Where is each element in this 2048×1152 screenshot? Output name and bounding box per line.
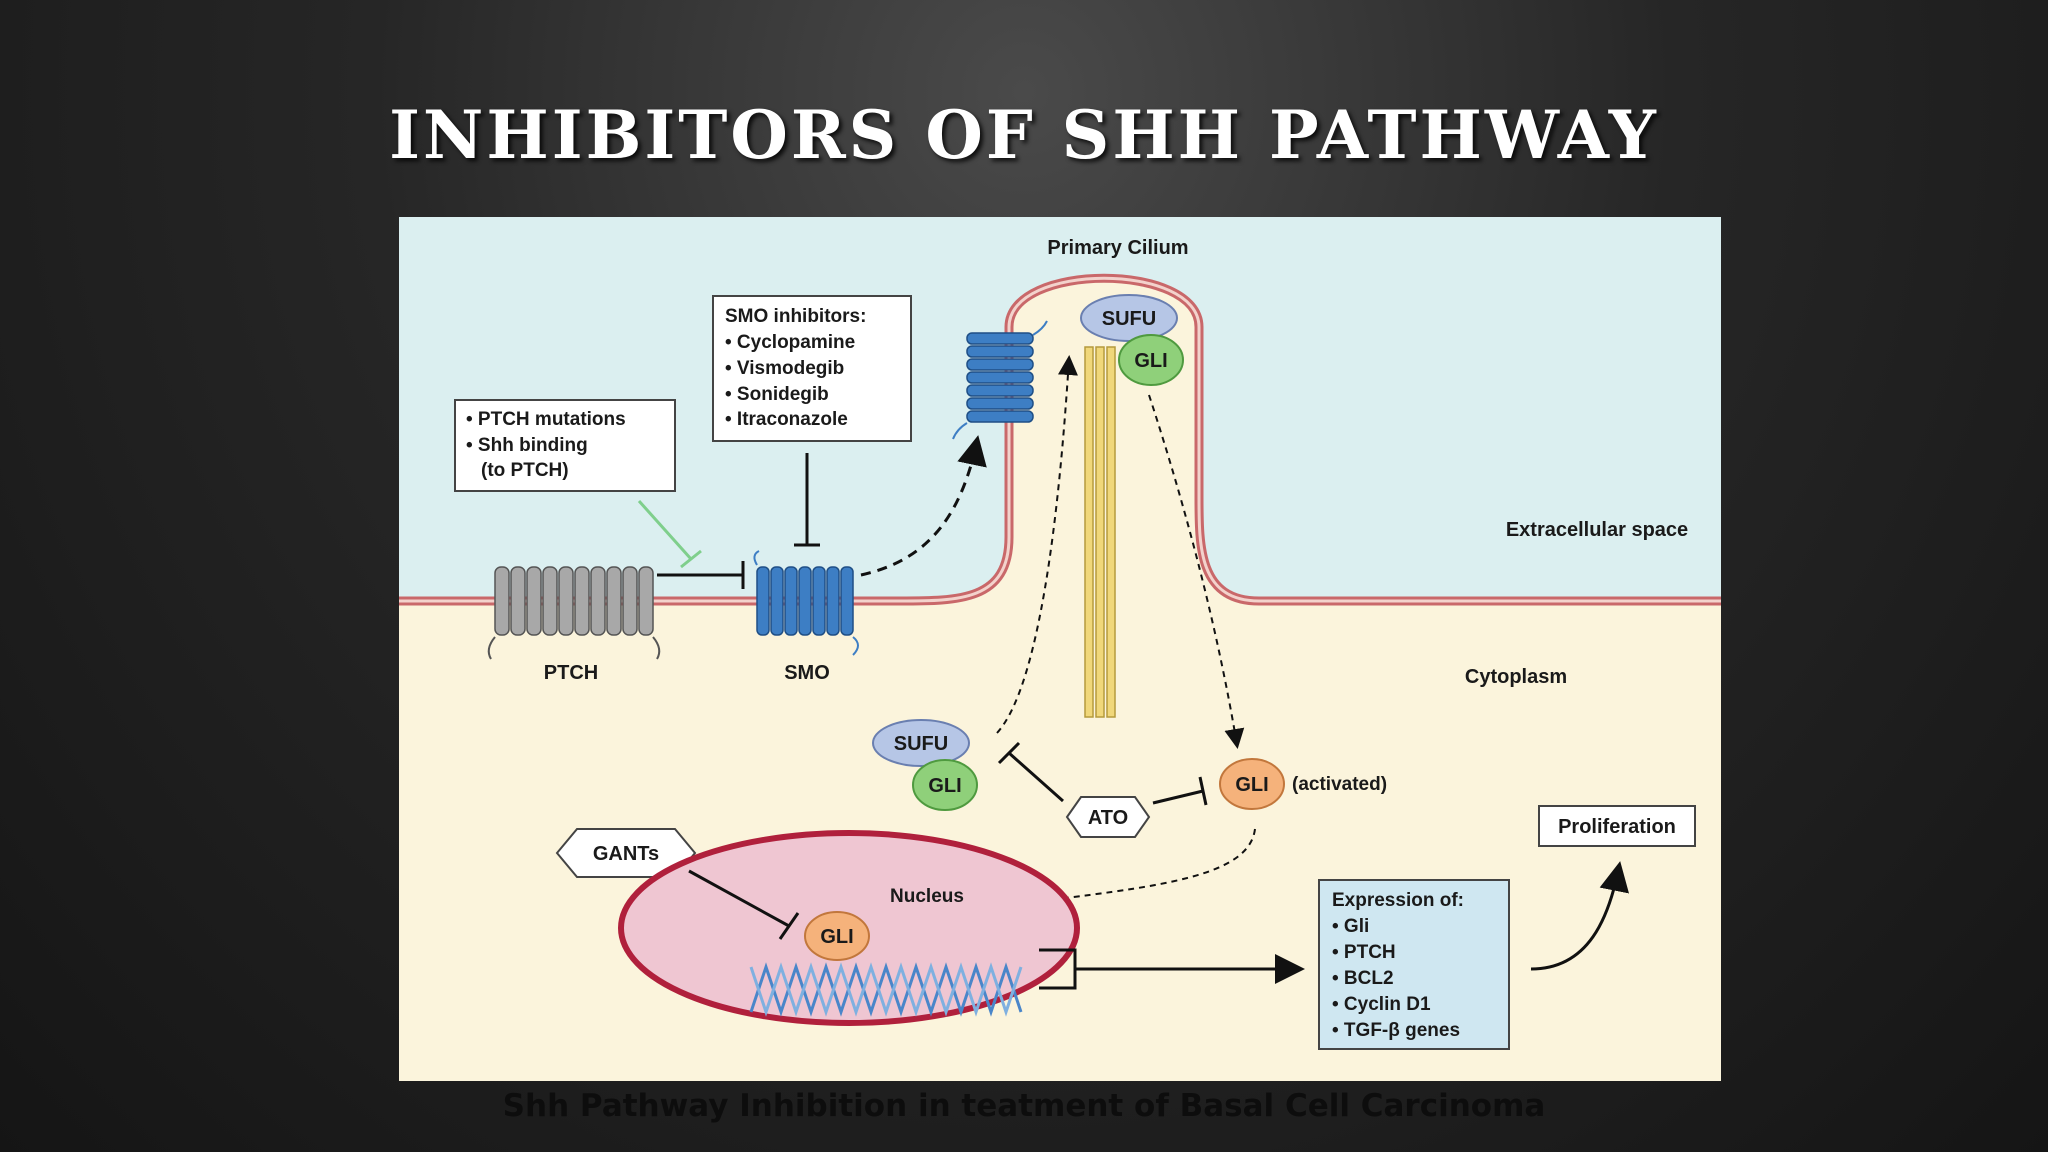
proliferation-label: Proliferation — [1558, 816, 1676, 838]
cytoplasm-label: Cytoplasm — [1465, 666, 1567, 688]
sufu-cilium-label: SUFU — [1102, 308, 1156, 330]
slide-title: INHIBITORS OF SHH PATHWAY — [389, 96, 1659, 174]
gli-cytoplasm-label: GLI — [928, 775, 961, 797]
primary-cilium-label: Primary Cilium — [1047, 237, 1188, 259]
expression-box — [1318, 879, 1510, 1050]
axoneme — [1084, 346, 1116, 718]
ptch-box-line-2: • Shh binding — [466, 435, 588, 456]
smo-box-line-1: SMO inhibitors: — [725, 306, 866, 327]
expression-box-line-1: Expression of: — [1332, 890, 1464, 911]
ptch-box-line-1: • PTCH mutations — [466, 409, 626, 430]
gli-cilium-label: GLI — [1134, 350, 1167, 372]
nucleus-label: Nucleus — [890, 886, 964, 907]
expression-box-line-3: • PTCH — [1332, 942, 1396, 963]
activated-label: (activated) — [1292, 774, 1387, 795]
gants-node — [555, 828, 697, 878]
sufu-cytoplasm-node — [872, 719, 970, 767]
ato-node — [1065, 796, 1151, 838]
ptch-box-line-3: (to PTCH) — [481, 460, 569, 481]
smo-box-line-2: • Cyclopamine — [725, 332, 855, 353]
gants-label: GANTs — [593, 843, 659, 865]
expression-box-line-5: • Cyclin D1 — [1332, 994, 1431, 1015]
smo-label: SMO — [784, 662, 830, 684]
sufu-cytoplasm-label: SUFU — [894, 733, 948, 755]
expression-box-line-2: • Gli — [1332, 916, 1369, 937]
smo-box-line-3: • Vismodegib — [725, 358, 844, 379]
extracellular-space-label: Extracellular space — [1506, 519, 1688, 541]
gli-activated-label: GLI — [1235, 774, 1268, 796]
gli-cytoplasm-node — [912, 759, 978, 811]
smo-box-line-4: • Sonidegib — [725, 384, 829, 405]
cilium-smo-receptor — [952, 320, 1048, 440]
dna-helix — [749, 962, 1023, 1017]
expression-box-line-4: • BCL2 — [1332, 968, 1394, 989]
expression-box-line-6: • TGF-β genes — [1332, 1020, 1460, 1041]
gli-activated-node — [1219, 758, 1285, 810]
ptch-mutations-box — [454, 399, 676, 492]
gli-nucleus-label: GLI — [820, 926, 853, 948]
smo-box-line-5: • Itraconazole — [725, 409, 848, 430]
smo-inhibitors-box — [712, 295, 912, 442]
smo-receptor — [753, 550, 859, 656]
ptch-receptor — [487, 566, 661, 660]
proliferation-box — [1538, 805, 1696, 847]
ptch-label: PTCH — [544, 662, 598, 684]
ato-label: ATO — [1088, 807, 1128, 829]
figure-caption: Shh Pathway Inhibition in teatment of Ba… — [502, 1088, 1546, 1124]
shh-pathway-diagram: Primary Cilium Extracellular space Cytop… — [399, 217, 1721, 1081]
gli-nucleus-node — [804, 911, 870, 961]
gli-cilium-node — [1118, 334, 1184, 386]
